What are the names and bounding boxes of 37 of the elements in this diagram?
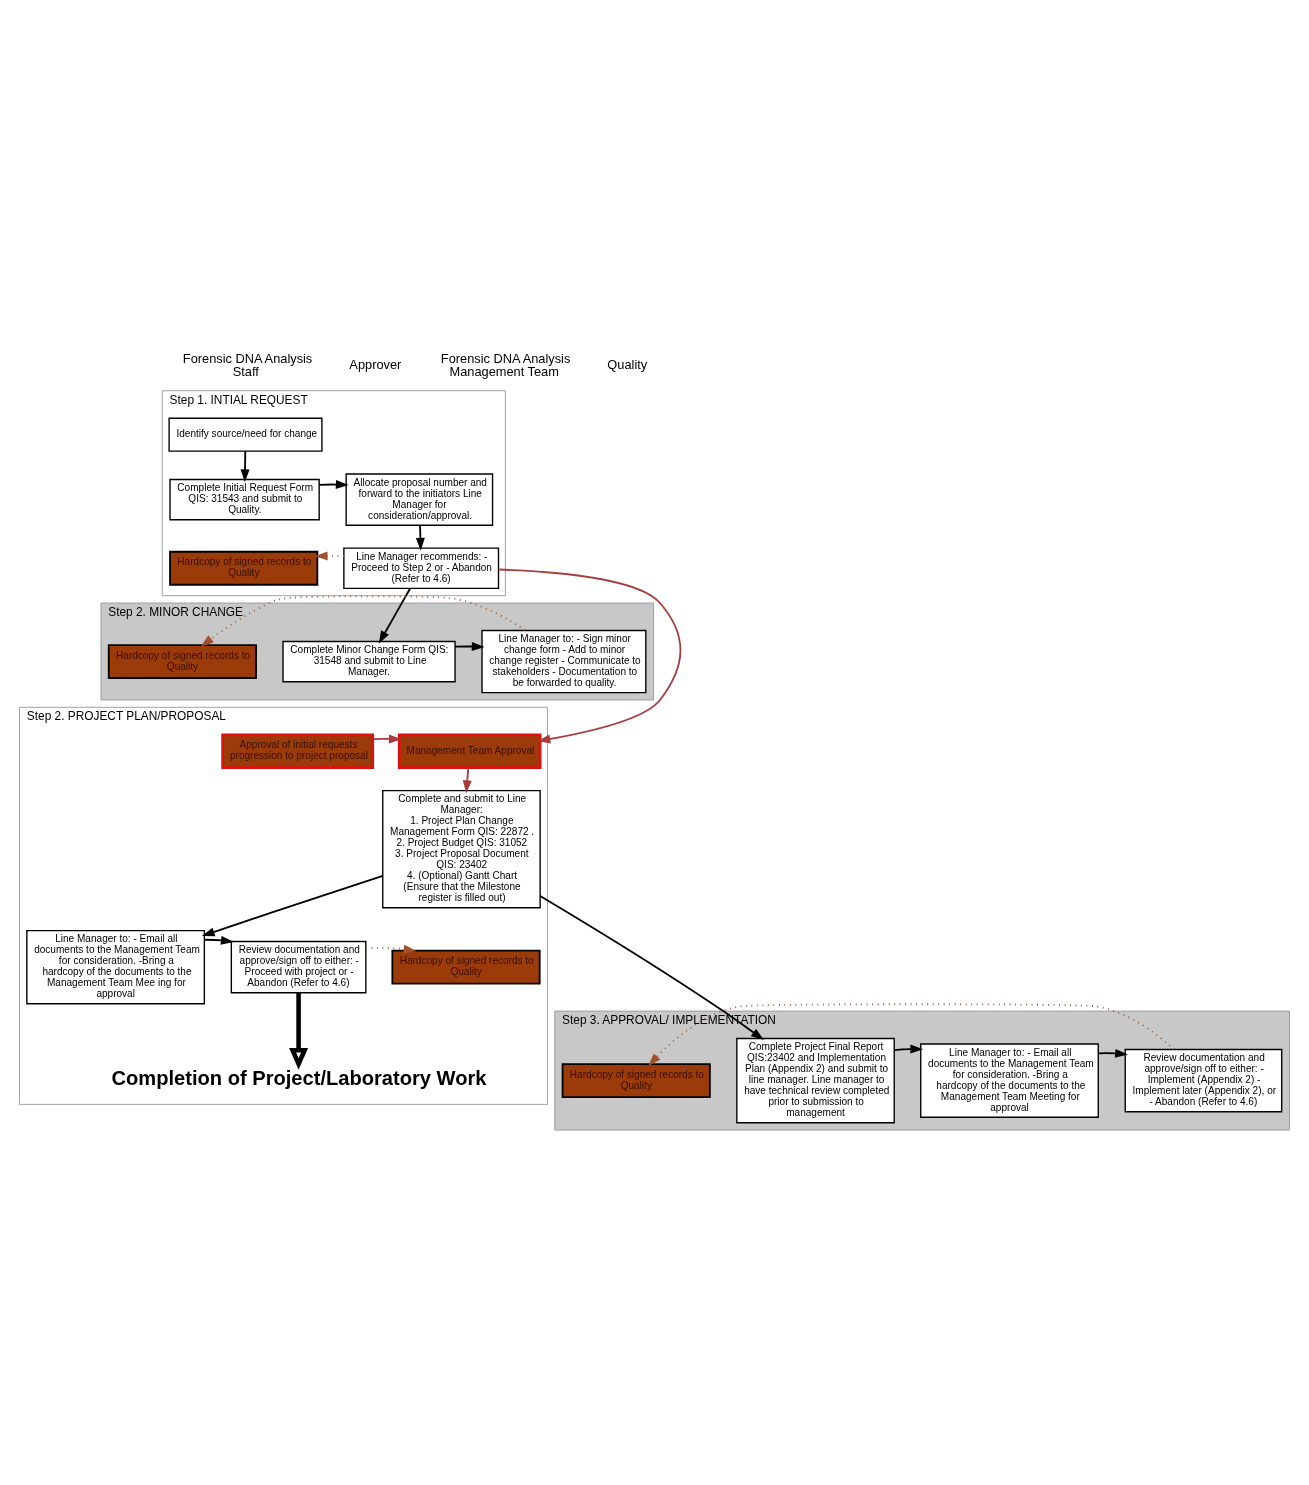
node-box: Line Manager to: - Email all documents to the Management Team for consideration. -Bring a hardcopy of the documents to the Management Team Mee ing for approval bbox=[26, 929, 206, 1004]
arrow bbox=[1097, 1048, 1128, 1058]
node-box: Hardcopy of signed records to Quality bbox=[169, 550, 319, 586]
node-box: Line Manager to: - Email all documents to the Management Team for consideration. -Bring a hardcopy of the documents to the Management Team Meeting for approval bbox=[920, 1042, 1099, 1118]
arrow bbox=[415, 524, 425, 551]
node-box: Allocate proposal number and forward to the initiators Line Manager for consideration/approval. bbox=[345, 472, 494, 526]
arrow bbox=[203, 935, 234, 945]
node-box: Line Manager recommends: - Proceed to Step 2 or - Abandon (Refer to 4.6) bbox=[343, 546, 500, 589]
label: Forensic DNA Analysis Management Team bbox=[440, 350, 571, 379]
arrow bbox=[289, 992, 309, 1070]
arrow bbox=[893, 1044, 924, 1054]
label: Quality bbox=[607, 356, 648, 372]
label: Forensic DNA Analysis Staff bbox=[182, 350, 313, 379]
arrow bbox=[372, 733, 402, 743]
node-box: Management Team Approval bbox=[397, 732, 542, 769]
node-box: Review documentation and approve/sign off to either: - Implement (Appendix 2) - Implement later (Appendix 2), or - Abandon (Refer to 4.6) bbox=[1124, 1048, 1283, 1112]
node-box: Complete Project Final Report QIS:23402 and Implementation Plan (Appendix 2) and submit to line manager. Line manager to have technical review completed prior to submission to management bbox=[736, 1037, 895, 1123]
node-box: Hardcopy of signed records to Quality bbox=[107, 643, 257, 679]
arrow bbox=[365, 944, 417, 954]
label: Approver bbox=[349, 356, 402, 372]
node-box: Hardcopy of signed records to Quality bbox=[561, 1062, 711, 1098]
node-box: Hardcopy of signed records to Quality bbox=[391, 949, 541, 985]
node-box: Line Manager to: - Sign minor change form - Add to minor change register - Communicate to stakeholders - Documentation to be forwarded to quality. bbox=[481, 629, 647, 693]
arrow bbox=[378, 587, 412, 644]
arrow bbox=[497, 568, 682, 743]
node-box: Complete Initial Request Form QIS: 31543 and submit to Quality. bbox=[169, 478, 320, 520]
node-box: Identify source/need for change bbox=[168, 417, 323, 452]
node-box: Approval of initial requests progression to project proposal bbox=[221, 732, 375, 769]
node-box: Complete Minor Change Form QIS: 31548 and submit to Line Manager. bbox=[282, 640, 456, 682]
arrow bbox=[240, 449, 250, 482]
node-text: Completion of Project/Laboratory Work bbox=[111, 1066, 487, 1089]
arrow bbox=[539, 894, 764, 1040]
node-box: Review documentation and approve/sign off to either: - Proceed with project or - Abandon (Refer to 4.6) bbox=[230, 940, 367, 993]
arrow bbox=[648, 1002, 1175, 1066]
arrow bbox=[462, 766, 472, 793]
node-box: Complete and submit to Line Manager: 1. Project Plan Change Management Form QIS: 22872 . 2. Project Budget QIS: 31052 3. Project Proposal Document QIS: 23402 4. (Optional) Gantt Chart (Ensure that the Milestone register is filled out) bbox=[382, 789, 541, 908]
arrow bbox=[201, 874, 384, 936]
